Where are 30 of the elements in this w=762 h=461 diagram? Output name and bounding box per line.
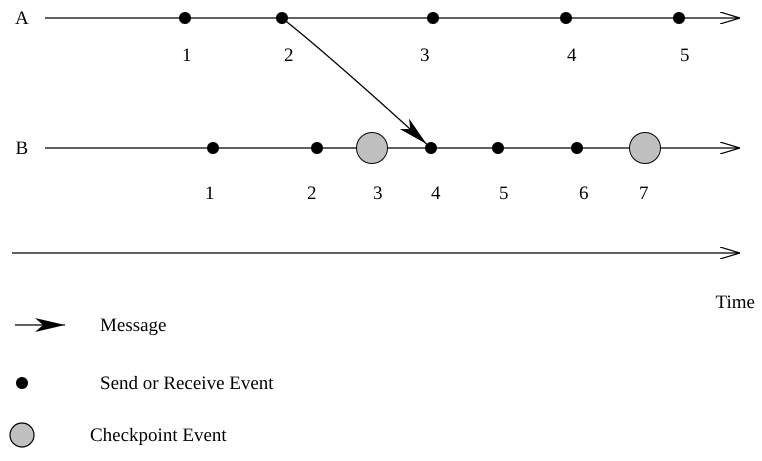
checkpoint-event-circle	[629, 132, 661, 164]
event-dot	[492, 142, 504, 154]
process-label: A	[15, 8, 29, 28]
process-label: B	[16, 138, 28, 158]
event-number: 6	[579, 184, 588, 202]
legend-label: Message	[100, 316, 166, 334]
checkpoint-event-circle	[356, 132, 388, 164]
event-number: 1	[182, 46, 192, 64]
event-number: 4	[431, 184, 440, 202]
legend-label: Send or Receive Event	[100, 374, 274, 392]
event-dot	[425, 142, 437, 154]
event-dot	[311, 142, 323, 154]
event-number: 4	[567, 46, 576, 64]
event-dot	[207, 142, 219, 154]
legend-label: Checkpoint Event	[90, 426, 227, 444]
event-dot	[673, 12, 685, 24]
event-number: 3	[420, 46, 430, 64]
event-dot	[571, 142, 583, 154]
event-dot	[560, 12, 572, 24]
event-number: 3	[373, 184, 382, 202]
event-dot	[179, 12, 191, 24]
axis-label: Time	[716, 292, 755, 312]
event-dot	[276, 12, 288, 24]
event-number: 1	[205, 184, 214, 202]
event-dot	[427, 12, 439, 24]
event-number: 2	[307, 184, 316, 202]
event-number: 7	[639, 184, 648, 202]
event-number: 5	[680, 46, 690, 64]
event-number: 2	[284, 46, 294, 64]
event-number: 5	[499, 184, 508, 202]
